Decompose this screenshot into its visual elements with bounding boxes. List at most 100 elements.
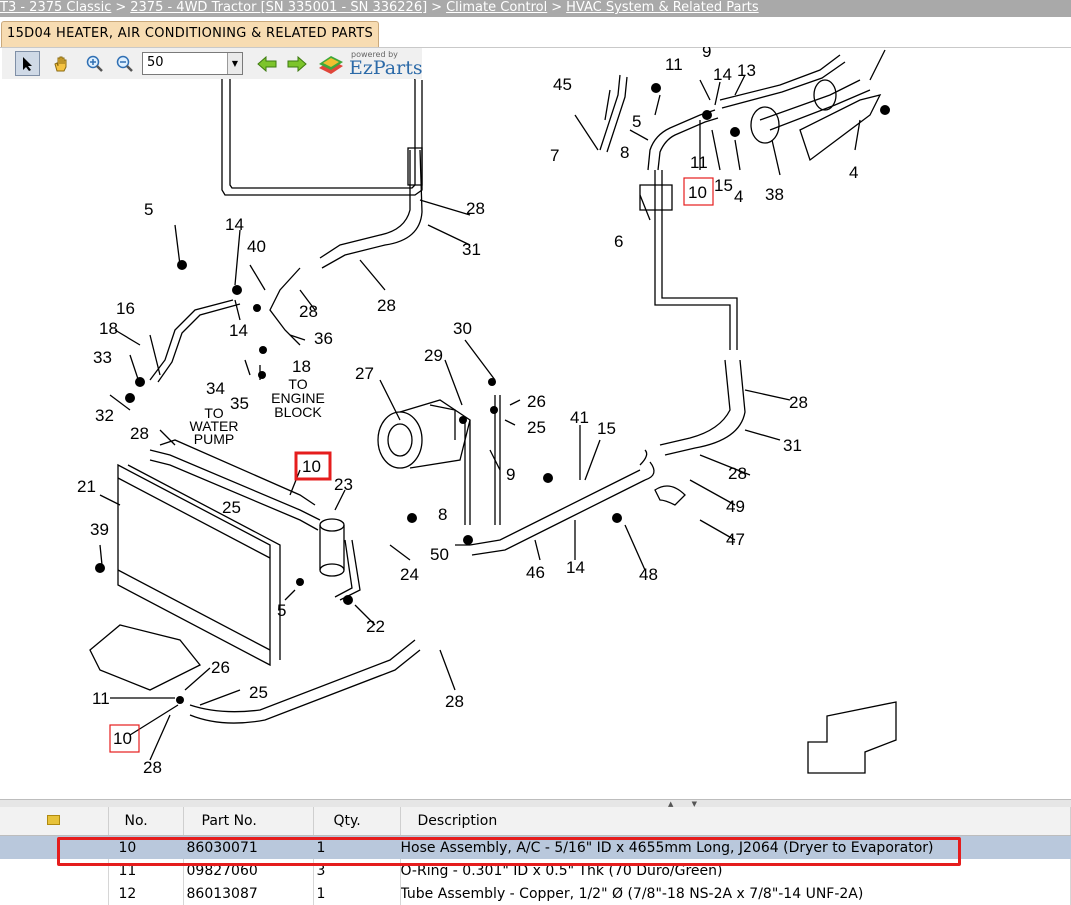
callout-49[interactable]: 49 — [726, 497, 745, 516]
label-engine-block-line3: BLOCK — [274, 404, 322, 420]
tab-diagram[interactable]: 15D04 HEATER, AIR CONDITIONING & RELATED… — [1, 21, 380, 47]
breadcrumb-link-tractor[interactable]: 2375 - 4WD Tractor [SN 335001 - SN 33622… — [130, 0, 428, 15]
callout-28[interactable]: 28 — [130, 424, 149, 443]
label-engine-block-line2: ENGINE — [271, 390, 325, 406]
callout-10[interactable]: 10 — [688, 183, 707, 202]
callout-14[interactable]: 14 — [713, 65, 732, 84]
label-water-pump-line3: PUMP — [194, 431, 234, 447]
parts-diagram[interactable]: 45 9 11 14 13 5 7 8 11 10 15 4 38 4 6 5 … — [0, 47, 1071, 799]
cart-icon[interactable] — [47, 815, 61, 825]
callout-9[interactable]: 9 — [506, 465, 515, 484]
row-select-cell[interactable] — [0, 835, 109, 859]
callout-14[interactable]: 14 — [225, 215, 244, 234]
callout-21[interactable]: 21 — [77, 477, 96, 496]
callout-14[interactable]: 14 — [229, 321, 248, 340]
callout-28[interactable]: 28 — [377, 296, 396, 315]
callout-7[interactable]: 7 — [550, 146, 559, 165]
table-row[interactable]: 12 86013087 1 Tube Assembly - Copper, 1/… — [0, 882, 1071, 905]
callout-13[interactable]: 13 — [737, 61, 756, 80]
cell-description: Tube Assembly - Copper, 1/2" Ø (7/8"-18 … — [400, 882, 1071, 905]
callout-30[interactable]: 30 — [453, 319, 472, 338]
callout-27[interactable]: 27 — [355, 364, 374, 383]
callout-33[interactable]: 33 — [93, 348, 112, 367]
callout-26[interactable]: 26 — [211, 658, 230, 677]
breadcrumb-link-climate[interactable]: Climate Control — [446, 0, 548, 15]
row-select-cell[interactable] — [0, 882, 109, 905]
callout-18[interactable]: 18 — [292, 357, 311, 376]
callout-8[interactable]: 8 — [620, 143, 629, 162]
column-header-part-no[interactable]: Part No. — [183, 807, 314, 836]
callout-28[interactable]: 28 — [143, 758, 162, 777]
callout-10[interactable]: 10 — [113, 729, 132, 748]
callout-5[interactable]: 5 — [144, 200, 153, 219]
tab-bar: 15D04 HEATER, AIR CONDITIONING & RELATED… — [0, 17, 1071, 48]
callout-39[interactable]: 39 — [90, 520, 109, 539]
callout-35[interactable]: 35 — [230, 394, 249, 413]
callout-46[interactable]: 46 — [526, 563, 545, 582]
splitter-grip-icon[interactable]: ▲ ▼ — [668, 800, 705, 808]
callout-45[interactable]: 45 — [553, 75, 572, 94]
callout-23[interactable]: 23 — [334, 475, 353, 494]
callout-10[interactable]: 10 — [302, 457, 321, 476]
callout-9[interactable]: 9 — [702, 47, 711, 61]
callout-48[interactable]: 48 — [639, 565, 658, 584]
callout-40[interactable]: 40 — [247, 237, 266, 256]
callout-24[interactable]: 24 — [400, 565, 419, 584]
callout-25[interactable]: 25 — [249, 683, 268, 702]
callout-11[interactable]: 11 — [690, 153, 708, 172]
callout-18[interactable]: 18 — [99, 319, 118, 338]
callout-28[interactable]: 28 — [445, 692, 464, 711]
chevron-down-icon[interactable]: ▼ — [227, 53, 242, 74]
pan-hand-icon[interactable] — [48, 51, 73, 76]
zoom-out-icon[interactable] — [112, 51, 137, 76]
breadcrumb-link-model[interactable]: T3 - 2375 Classic — [0, 0, 112, 15]
forward-arrow-icon[interactable] — [284, 51, 309, 76]
callout-14[interactable]: 14 — [566, 558, 585, 577]
table-row[interactable]: 10 86030071 1 Hose Assembly, A/C - 5/16"… — [0, 835, 1071, 859]
column-select-header[interactable] — [0, 807, 109, 836]
back-arrow-icon[interactable] — [254, 51, 279, 76]
callout-16[interactable]: 16 — [116, 299, 135, 318]
callout-8[interactable]: 8 — [438, 505, 447, 524]
pointer-icon[interactable] — [15, 51, 40, 76]
callout-28[interactable]: 28 — [299, 302, 318, 321]
column-header-qty[interactable]: Qty. — [313, 807, 401, 836]
pane-splitter[interactable]: ▲ ▼ — [0, 799, 1071, 808]
callout-5[interactable]: 5 — [277, 601, 286, 620]
cell-qty: 1 — [313, 882, 401, 905]
callout-22[interactable]: 22 — [366, 617, 385, 636]
callout-47[interactable]: 47 — [726, 530, 745, 549]
callout-15[interactable]: 15 — [714, 176, 733, 195]
column-header-no[interactable]: No. — [108, 807, 184, 836]
zoom-level-select[interactable]: 50 ▼ — [142, 52, 243, 75]
callout-25[interactable]: 25 — [222, 498, 241, 517]
label-engine-block-line1: TO — [288, 376, 307, 392]
callout-28[interactable]: 28 — [466, 199, 485, 218]
callout-38[interactable]: 38 — [765, 185, 784, 204]
callout-26[interactable]: 26 — [527, 392, 546, 411]
callout-4[interactable]: 4 — [849, 163, 858, 182]
callout-11[interactable]: 11 — [92, 689, 110, 708]
callout-11[interactable]: 11 — [665, 55, 683, 74]
callout-25[interactable]: 25 — [527, 418, 546, 437]
zoom-level-value: 50 — [147, 55, 164, 70]
callout-6[interactable]: 6 — [614, 232, 623, 251]
callout-36[interactable]: 36 — [314, 329, 333, 348]
callout-32[interactable]: 32 — [95, 406, 114, 425]
callout-31[interactable]: 31 — [462, 240, 481, 259]
column-header-description[interactable]: Description — [400, 807, 1071, 836]
callout-5[interactable]: 5 — [632, 112, 641, 131]
callout-31[interactable]: 31 — [783, 436, 802, 455]
callout-34[interactable]: 34 — [206, 379, 225, 398]
callout-28[interactable]: 28 — [728, 464, 747, 483]
callout-15[interactable]: 15 — [597, 419, 616, 438]
label-water-pump-line1: TO — [204, 405, 223, 421]
callout-29[interactable]: 29 — [424, 346, 443, 365]
brand-powered: powered by — [351, 50, 398, 59]
breadcrumb-link-hvac[interactable]: HVAC System & Related Parts — [566, 0, 759, 15]
callout-41[interactable]: 41 — [570, 408, 589, 427]
callout-4[interactable]: 4 — [734, 187, 743, 206]
callout-28[interactable]: 28 — [789, 393, 808, 412]
zoom-in-icon[interactable] — [82, 51, 107, 76]
callout-50[interactable]: 50 — [430, 545, 449, 564]
